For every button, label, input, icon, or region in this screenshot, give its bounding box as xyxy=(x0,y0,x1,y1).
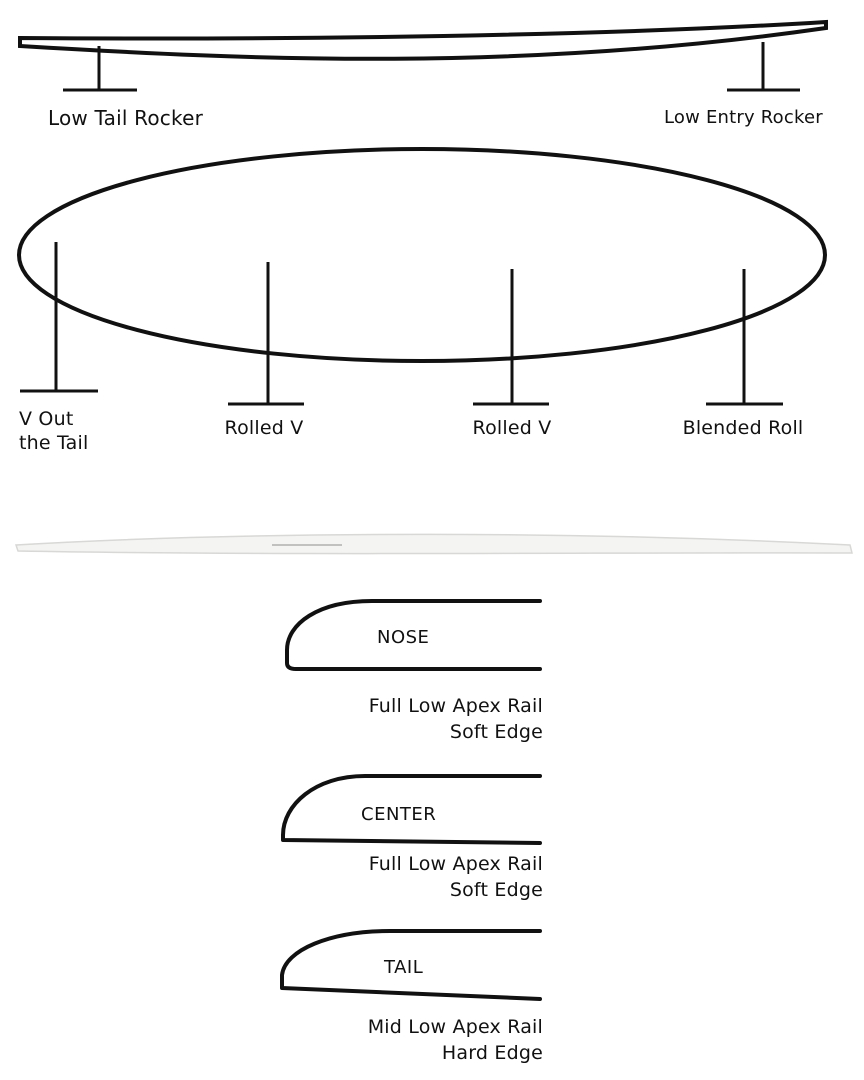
contour-label-tail-line1: V Out xyxy=(19,408,74,430)
rail-section-nose: NOSE xyxy=(377,627,430,648)
rail-description-center: Full Low Apex Rail Soft Edge xyxy=(292,852,543,902)
rail-nose xyxy=(285,599,542,671)
contour-label-tail-line2: the Tail xyxy=(19,432,89,454)
contour-label-rolled-v-1: Rolled V xyxy=(224,417,304,439)
rail-nose-line2: Soft Edge xyxy=(449,721,543,743)
rail-center-line1: Full Low Apex Rail xyxy=(368,853,543,875)
board-outline xyxy=(17,147,827,363)
rocker-tail-label: Low Tail Rocker xyxy=(48,106,204,130)
contour-markers xyxy=(20,242,783,406)
rail-nose-line1: Full Low Apex Rail xyxy=(368,695,543,717)
rail-description-tail: Mid Low Apex Rail Hard Edge xyxy=(292,1015,543,1065)
contour-label-tail: V Out the Tail xyxy=(19,407,88,455)
rail-profiles xyxy=(280,599,542,1001)
contour-label-blended-roll: Blended Roll xyxy=(682,417,804,439)
board-side-profile xyxy=(14,533,853,555)
rail-section-tail: TAIL xyxy=(384,957,424,978)
rail-tail-line1: Mid Low Apex Rail xyxy=(367,1016,543,1038)
rail-section-center: CENTER xyxy=(361,804,437,825)
rocker-profile xyxy=(18,19,828,61)
rail-center-line2: Soft Edge xyxy=(449,879,543,901)
contour-label-rolled-v-2: Rolled V xyxy=(472,417,552,439)
rail-tail xyxy=(280,929,542,1001)
rocker-markers xyxy=(63,42,800,92)
rail-tail-line2: Hard Edge xyxy=(441,1042,543,1064)
rail-description-nose: Full Low Apex Rail Soft Edge xyxy=(292,694,543,744)
rail-center xyxy=(281,774,542,845)
rocker-entry-label: Low Entry Rocker xyxy=(664,107,823,128)
